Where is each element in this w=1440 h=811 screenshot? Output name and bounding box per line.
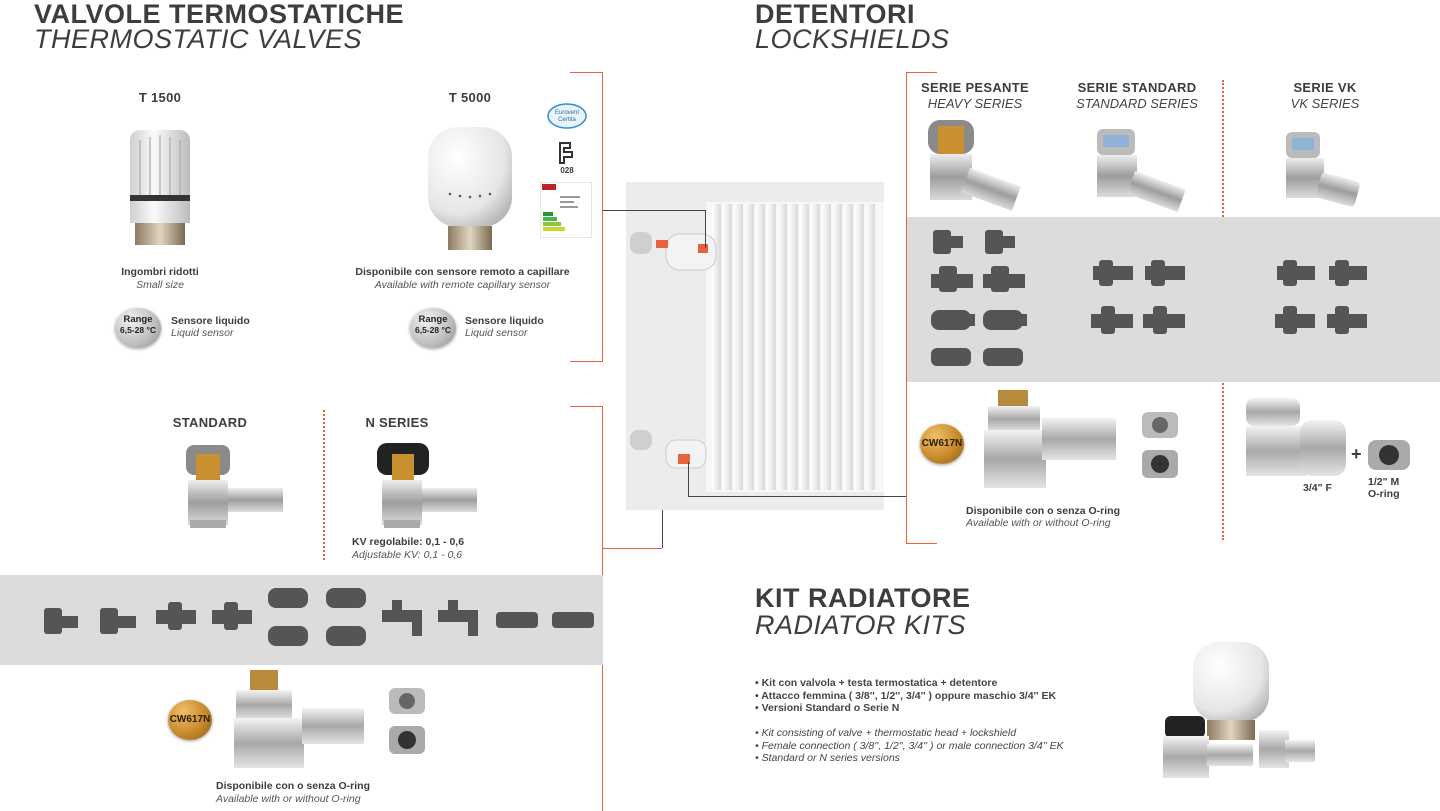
kit-bullets-en: • Kit consisting of valve + thermostatic… bbox=[755, 727, 1064, 765]
title-kit-it: KIT RADIATORE bbox=[755, 583, 971, 613]
title-lockshields-en: LOCKSHIELDS bbox=[755, 24, 950, 54]
title-lockshields-it: DETENTORI bbox=[755, 0, 916, 29]
t1500-caption-it: Ingombri ridotti bbox=[121, 266, 199, 278]
range-value: 6,5-28 °C bbox=[119, 325, 156, 335]
radiator-kit-image bbox=[1163, 642, 1315, 778]
right-straight-lockshield-image bbox=[984, 390, 1116, 488]
series-standard-it: SERIE STANDARD bbox=[1077, 80, 1197, 95]
kit-bullet-en-3: • Standard or N series versions bbox=[755, 752, 900, 764]
cw617n-badge-left: CW617N bbox=[168, 700, 212, 740]
t5000-sensor-en: Liquid sensor bbox=[465, 327, 528, 339]
kit-bullet-en-2: • Female connection ( 3/8'', 1/2'', 3/4'… bbox=[755, 739, 1064, 752]
t1500-sensor-it: Sensore liquido bbox=[171, 315, 250, 327]
lockshield-range-row bbox=[931, 230, 1367, 366]
valve-range-row bbox=[44, 588, 594, 646]
connector-line-lower bbox=[602, 548, 662, 549]
standard-valve-image bbox=[186, 445, 283, 528]
kit-bullet-it-1: • Kit con valvola + testa termostatica +… bbox=[755, 677, 998, 689]
kit-bullet-en-1: • Kit consisting of valve + thermostatic… bbox=[755, 727, 1017, 739]
title-thermostatic-en: THERMOSTATIC VALVES bbox=[34, 24, 363, 54]
title-thermostatic-it: VALVOLE TERMOSTATICHE bbox=[34, 0, 404, 29]
t1500-label: T 1500 bbox=[138, 90, 182, 105]
divider-dotted bbox=[323, 410, 325, 560]
bracket-right bbox=[906, 72, 937, 544]
vk-plus-sign: + bbox=[1351, 444, 1362, 464]
connector-lower-drop bbox=[688, 462, 689, 496]
vk-male-size-label: 1/2" M bbox=[1368, 476, 1400, 488]
connector-lower-right bbox=[688, 496, 906, 497]
svg-text:Eurovent: Eurovent bbox=[555, 110, 579, 116]
kit-bullet-it-2: • Attacco femmina ( 3/8'', 1/2'', 3/4'' … bbox=[755, 689, 1057, 702]
title-kit-en: RADIATOR KITS bbox=[755, 610, 967, 640]
right-bottom-caption-en: Available with or without O-ring bbox=[966, 517, 1111, 529]
heavy-lockshield-image bbox=[928, 120, 1021, 211]
nseries-valve-image bbox=[377, 443, 477, 528]
straight-valve-image bbox=[234, 670, 364, 768]
left-bottom-caption-en: Available with or without O-ring bbox=[216, 793, 361, 805]
left-bottom-caption-it: Disponibile con o senza O-ring bbox=[216, 780, 371, 792]
energy-label-image bbox=[540, 182, 592, 238]
range-value: 6,5-28 °C bbox=[414, 325, 451, 335]
kit-bullets-it: • Kit con valvola + testa termostatica +… bbox=[755, 677, 1056, 715]
standard-lockshield-image bbox=[1097, 129, 1186, 213]
range-label: Range bbox=[418, 314, 448, 325]
range-label: Range bbox=[123, 314, 153, 325]
vk-oring-fitting-image bbox=[1368, 440, 1410, 470]
svg-text:Certita: Certita bbox=[558, 117, 576, 123]
series-heavy-it: SERIE PESANTE bbox=[921, 80, 1029, 95]
bracket-upper bbox=[570, 72, 603, 362]
series-heavy-en: HEAVY SERIES bbox=[927, 96, 1023, 111]
t5000-head-image bbox=[428, 127, 512, 250]
series-vk-it: SERIE VK bbox=[1293, 80, 1357, 95]
nseries-kv-it: KV regolabile: 0,1 - 0,6 bbox=[352, 536, 465, 548]
radiator-image bbox=[630, 202, 884, 492]
standard-label: STANDARD bbox=[172, 415, 248, 430]
t1500-caption-en: Small size bbox=[136, 279, 184, 291]
t5000-caption-en: Available with remote capillary sensor bbox=[374, 279, 551, 291]
t5000-caption-it: Disponibile con sensore remoto a capilla… bbox=[355, 266, 570, 278]
certification-icon bbox=[559, 142, 573, 164]
vk-angle-valve-image bbox=[1246, 398, 1346, 476]
t5000-range-badge: Range 6,5-28 °C bbox=[410, 308, 456, 348]
cw617n-badge-right: CW617N bbox=[920, 424, 964, 464]
t5000-sensor-it: Sensore liquido bbox=[465, 315, 544, 327]
t1500-head-image bbox=[130, 130, 190, 245]
right-bottom-caption-it: Disponibile con o senza O-ring bbox=[966, 505, 1121, 517]
right-fittings-image bbox=[1142, 412, 1178, 478]
cert-number: 028 bbox=[560, 166, 574, 175]
vk-oring-label: O-ring bbox=[1368, 488, 1400, 500]
t1500-range-badge: Range 6,5-28 °C bbox=[115, 308, 161, 348]
vk-male-size: 1/2" M O-ring bbox=[1368, 476, 1400, 500]
series-standard-en: STANDARD SERIES bbox=[1076, 96, 1198, 111]
eurovent-logo: Eurovent Certita bbox=[547, 103, 587, 129]
series-vk-en: VK SERIES bbox=[1290, 96, 1360, 111]
fittings-image bbox=[389, 688, 425, 754]
t1500-sensor-en: Liquid sensor bbox=[171, 327, 234, 339]
nseries-label: N SERIES bbox=[365, 415, 429, 430]
nseries-kv-en: Adjustable KV: 0,1 - 0,6 bbox=[352, 549, 463, 561]
t5000-label: T 5000 bbox=[448, 90, 492, 105]
kit-bullet-it-3: • Versioni Standard o Serie N bbox=[755, 702, 900, 714]
connector-upper-left bbox=[603, 210, 705, 211]
connector-upper-drop bbox=[705, 210, 706, 248]
vk-lockshield-image bbox=[1286, 132, 1360, 207]
vk-female-size: 3/4" F bbox=[1303, 482, 1332, 494]
